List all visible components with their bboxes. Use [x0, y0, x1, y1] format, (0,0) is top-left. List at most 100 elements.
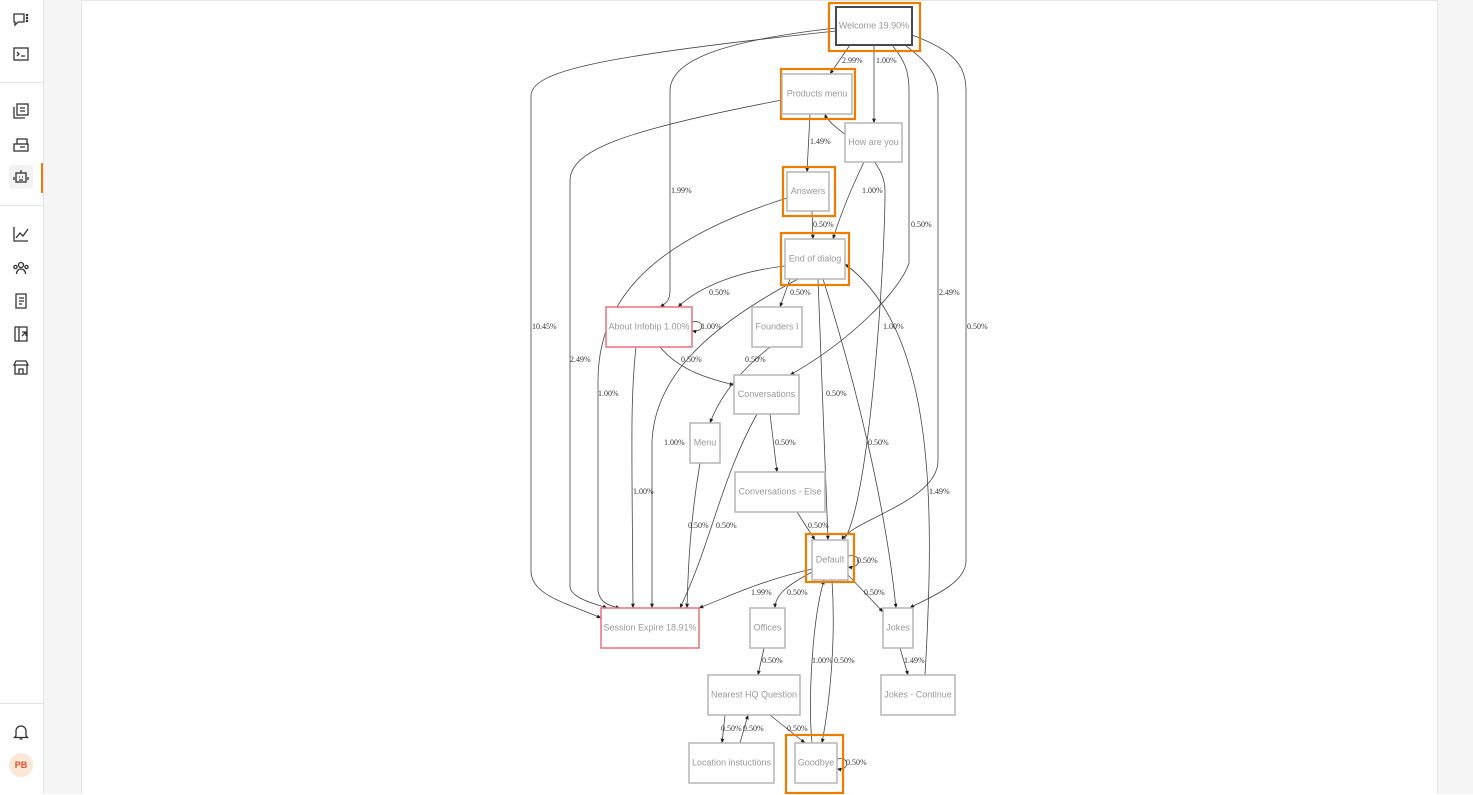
node-highlight-frame: [784, 733, 845, 795]
edge-label: 0.50%: [688, 521, 709, 530]
node-box[interactable]: [882, 607, 914, 649]
edge-products-to-answers: [805, 113, 811, 173]
node-label: Session Expire 18.91%: [603, 622, 696, 632]
node-founders[interactable]: Founders I: [751, 306, 803, 348]
edge-default-to-sessionexpire: [698, 568, 813, 609]
node-goodbye[interactable]: Goodbye: [784, 733, 845, 795]
edge-howareyou-to-endofdialog: [832, 161, 865, 240]
node-label: End of dialog: [789, 253, 842, 263]
avatar[interactable]: PB: [9, 753, 33, 777]
edge-labels-layer: 2.99%1.00%1.99%10.45%0.50%2.49%0.50%1.49…: [532, 56, 988, 767]
node-box[interactable]: [781, 73, 853, 115]
templates-icon[interactable]: [9, 99, 33, 123]
node-label: Default: [816, 554, 845, 564]
node-welcome[interactable]: Welcome 19.90%: [827, 1, 922, 53]
node-box[interactable]: [707, 674, 801, 716]
node-box[interactable]: [784, 238, 846, 280]
node-default[interactable]: Default: [804, 532, 856, 584]
node-box[interactable]: [689, 422, 721, 464]
node-box[interactable]: [786, 171, 830, 212]
node-box[interactable]: [600, 607, 700, 649]
edge-label: 1.99%: [671, 186, 692, 195]
edge-label: 0.50%: [787, 724, 808, 733]
node-sessionexpire[interactable]: Session Expire 18.91%: [600, 607, 700, 649]
edge-offices-to-nearesthq: [757, 647, 765, 676]
right-gutter: [1437, 0, 1473, 794]
edge-aboutinfobip-to-sessionexpire: [631, 346, 637, 609]
edge-label: 0.50%: [790, 288, 811, 297]
node-label: Goodbye: [798, 757, 835, 767]
node-jokes[interactable]: Jokes: [882, 607, 914, 649]
node-offices[interactable]: Offices: [749, 607, 786, 649]
conversations-icon[interactable]: [9, 8, 33, 32]
edge-label: 0.50%: [762, 656, 783, 665]
edge-label: 0.50%: [911, 220, 932, 229]
node-location[interactable]: Location instuctions: [688, 742, 775, 784]
sidebar-divider: [0, 205, 43, 206]
active-indicator: [41, 163, 43, 193]
edge-label: 1.00%: [876, 56, 897, 65]
edge-goodbye-to-default: [810, 579, 825, 744]
node-box[interactable]: [751, 306, 803, 348]
bot-icon[interactable]: [9, 165, 33, 189]
edge-products-to-sessionexpire: [569, 99, 783, 609]
console-icon[interactable]: [9, 42, 33, 66]
node-jokescontinue[interactable]: Jokes - Continue: [880, 674, 956, 716]
node-label: Jokes: [886, 622, 910, 632]
analytics-icon[interactable]: [9, 222, 33, 246]
node-box[interactable]: [749, 607, 786, 649]
edge-convelse-to-default: [796, 511, 816, 541]
edge-aboutinfobip-to-conversations: [659, 346, 735, 386]
edge-label: 0.50%: [967, 322, 988, 331]
edge-label: 1.00%: [812, 656, 833, 665]
node-conversations[interactable]: Conversations: [733, 374, 800, 415]
node-menu[interactable]: Menu: [689, 422, 721, 464]
people-icon[interactable]: [9, 256, 33, 280]
edge-label: 1.00%: [598, 389, 619, 398]
node-answers[interactable]: Answers: [781, 165, 837, 218]
node-label: About Infobip 1.00%: [608, 321, 689, 331]
edge-welcome-to-jokes: [909, 34, 967, 609]
node-box[interactable]: [811, 539, 849, 581]
node-box[interactable]: [605, 306, 693, 348]
node-label: Menu: [694, 437, 717, 447]
edge-welcome-to-default: [841, 44, 939, 541]
edge-label: 2.49%: [570, 355, 591, 364]
node-howareyou[interactable]: How are you: [844, 122, 903, 163]
flow-graph-canvas[interactable]: 2.99%1.00%1.99%10.45%0.50%2.49%0.50%1.49…: [82, 0, 1437, 795]
store-icon[interactable]: [9, 355, 33, 379]
node-products[interactable]: Products menu: [779, 67, 857, 121]
node-label: Conversations: [738, 389, 796, 399]
edge-label: 0.50%: [813, 220, 834, 229]
node-endofdialog[interactable]: End of dialog: [779, 231, 851, 287]
edge-endofdialog-to-aboutinfobip: [677, 265, 786, 308]
node-highlight-frame: [779, 231, 851, 287]
edge-welcome-to-conversations: [789, 44, 910, 376]
edge-default-to-offices: [773, 570, 815, 609]
bell-icon[interactable]: [9, 720, 33, 744]
edge-label: 10.45%: [532, 322, 557, 331]
reports-icon[interactable]: [9, 289, 33, 313]
node-box[interactable]: [688, 742, 775, 784]
node-convelse[interactable]: Conversations - Else: [734, 471, 826, 513]
flows-icon[interactable]: [9, 132, 33, 156]
edge-label: 0.50%: [775, 438, 796, 447]
node-label: Nearest HQ Question: [711, 689, 797, 699]
edge-goodbye-to-goodbye: [836, 758, 848, 772]
node-nearesthq[interactable]: Nearest HQ Question: [707, 674, 801, 716]
node-box[interactable]: [794, 742, 838, 784]
exports-icon[interactable]: [9, 322, 33, 346]
node-box[interactable]: [734, 471, 826, 513]
edge-label: 2.99%: [842, 56, 863, 65]
node-highlight-frame: [804, 532, 856, 584]
node-box[interactable]: [733, 374, 800, 415]
edge-menu-to-sessionexpire: [685, 462, 701, 609]
node-box[interactable]: [844, 122, 903, 163]
node-aboutinfobip[interactable]: About Infobip 1.00%: [605, 306, 693, 348]
edge-label: 1.00%: [664, 438, 685, 447]
edge-label: 0.50%: [721, 724, 742, 733]
edge-label: 0.50%: [826, 389, 847, 398]
node-box[interactable]: [835, 6, 913, 46]
node-label: Products menu: [787, 88, 848, 98]
node-box[interactable]: [880, 674, 956, 716]
